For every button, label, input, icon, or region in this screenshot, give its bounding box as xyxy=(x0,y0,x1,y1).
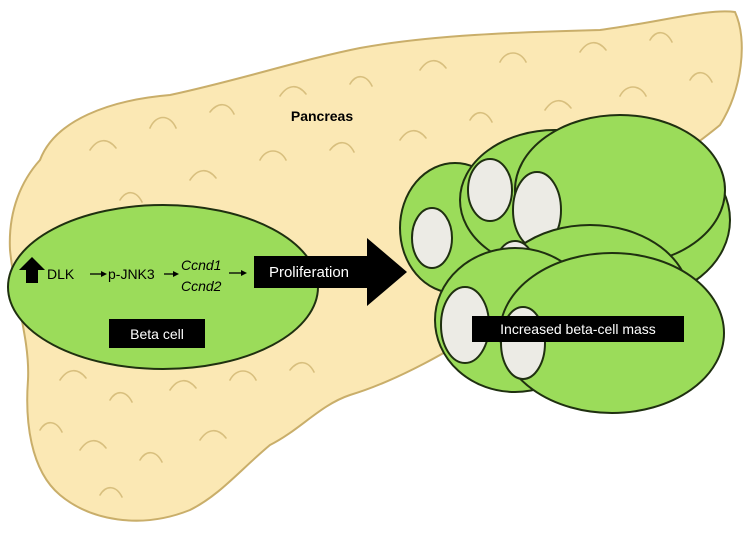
beta-cell-label: Beta cell xyxy=(130,326,184,342)
islet-nucleus xyxy=(467,158,513,222)
pancreas-label: Pancreas xyxy=(291,108,353,124)
gene-ccnd1: Ccnd1 xyxy=(181,257,221,273)
gene-ccnd2: Ccnd2 xyxy=(181,278,222,294)
pathway-pjnk3: p-JNK3 xyxy=(108,266,155,282)
outcome-label: Increased beta-cell mass xyxy=(500,321,656,337)
pancreas-lobule-texture xyxy=(39,31,713,498)
pathway-dlk: DLK xyxy=(47,266,75,282)
pathway-arrow-1-head xyxy=(101,271,107,277)
thick-up-arrow-icon xyxy=(19,257,45,283)
islet-cluster xyxy=(399,114,731,414)
proliferation-label: Proliferation xyxy=(269,264,349,281)
outcome-label-box xyxy=(472,316,684,342)
pathway-arrow-3-head xyxy=(241,270,247,276)
pathway-arrow-2-head xyxy=(173,271,179,277)
proliferation-arrow xyxy=(254,238,407,306)
islet-nucleus xyxy=(411,207,453,269)
beta-cell-label-box xyxy=(109,319,205,348)
